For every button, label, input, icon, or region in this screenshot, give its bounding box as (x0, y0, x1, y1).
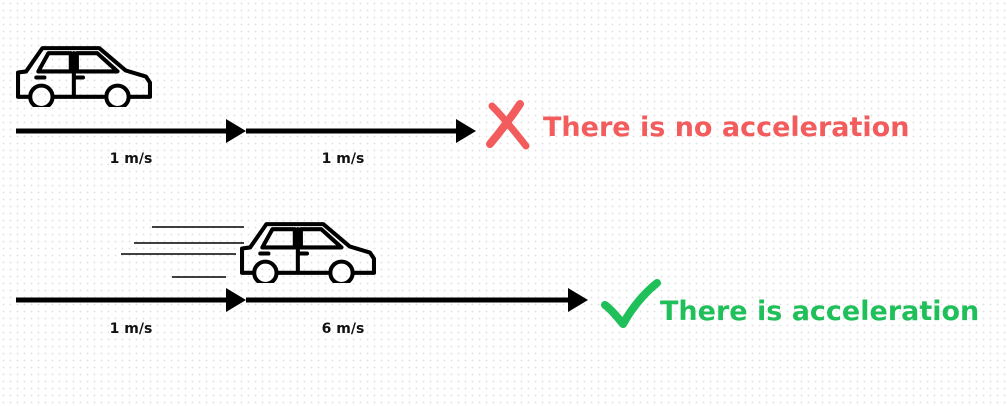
verdict-text: There is no acceleration (543, 112, 909, 143)
speed-label: 1 m/s (110, 151, 153, 167)
scenario-no-acceleration: 1 m/s 1 m/s There is no acceleration (16, 48, 909, 167)
scenario-acceleration: 1 m/s 6 m/s There is acceleration (16, 224, 979, 337)
speed-label: 1 m/s (322, 151, 365, 167)
cross-icon (486, 100, 530, 150)
verdict-text: There is acceleration (660, 296, 979, 327)
check-icon (601, 279, 661, 328)
speed-label: 6 m/s (322, 321, 365, 337)
arrow-head-icon (226, 119, 246, 143)
car-icon (18, 48, 150, 108)
arrow-head-icon (568, 288, 588, 312)
car-icon (242, 224, 374, 284)
speed-lines-icon (121, 226, 244, 278)
arrow-head-icon (226, 288, 246, 312)
arrow-head-icon (456, 119, 476, 143)
speed-label: 1 m/s (110, 321, 153, 337)
